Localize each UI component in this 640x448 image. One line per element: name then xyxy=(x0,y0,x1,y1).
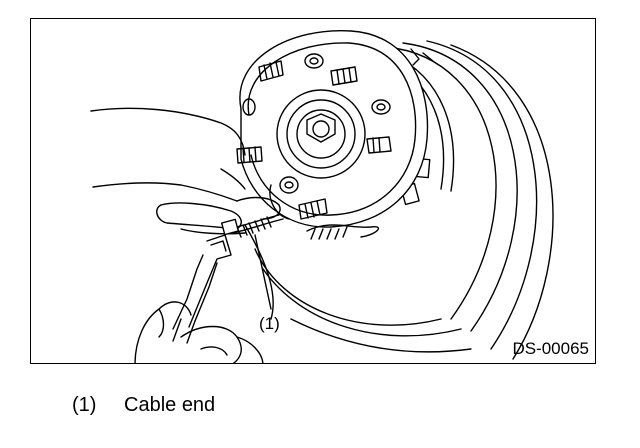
hub-illustration xyxy=(90,29,554,363)
hub-icon xyxy=(239,29,429,228)
wheel-stud-icon xyxy=(236,60,392,220)
callout-leader-line xyxy=(254,234,272,310)
backing-plate-icon xyxy=(254,40,554,360)
cable-end-icon xyxy=(220,214,380,320)
figure-id: DS-00065 xyxy=(512,339,589,358)
lower-hand-drawing-icon xyxy=(134,301,264,363)
legend-number: (1) xyxy=(72,394,97,416)
diagram-frame: (1) DS-00065 xyxy=(30,18,596,364)
legend-text: Cable end xyxy=(124,394,216,416)
callout-label: (1) xyxy=(259,314,280,333)
hand-drawing-icon xyxy=(90,107,290,235)
legend-item: (1) Cable end xyxy=(72,394,215,417)
pliers-drawing-icon xyxy=(172,234,232,344)
